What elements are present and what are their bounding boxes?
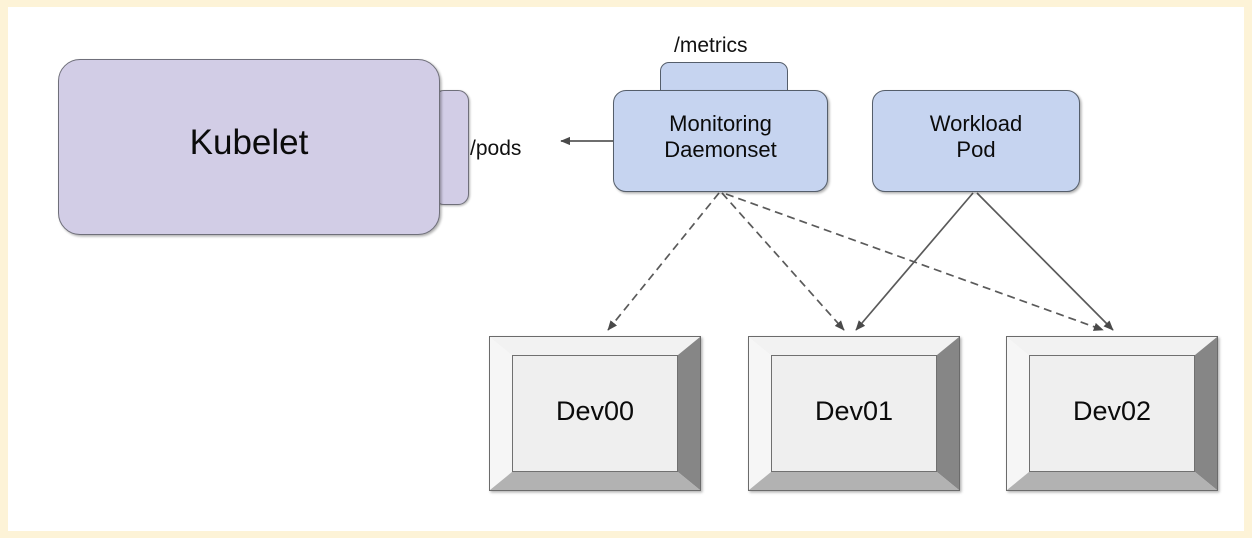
edge-label-pods: /pods [470, 137, 522, 160]
device-inner-face [771, 355, 937, 472]
edge-label-metrics: /metrics [674, 34, 748, 57]
device-bevel [489, 336, 701, 491]
edge-monitoring-to-dev01 [721, 192, 845, 331]
diagram-stage: Kubelet Monitoring Daemonset Workload Po… [8, 7, 1244, 531]
device-inner-face [1029, 355, 1195, 472]
kubelet-label: Kubelet [189, 123, 309, 162]
node-kubelet[interactable]: Kubelet [58, 59, 440, 235]
node-workload-pod[interactable]: Workload Pod [872, 90, 1080, 192]
monitoring-daemonset-label: Monitoring Daemonset [664, 111, 777, 162]
node-device-dev01[interactable]: Dev01 [748, 336, 960, 491]
device-bevel [748, 336, 960, 491]
edge-monitoring-to-dev00 [607, 192, 720, 331]
edge-monitoring-to-dev02 [725, 193, 1104, 331]
device-bevel [1006, 336, 1218, 491]
workload-pod-label: Workload Pod [929, 111, 1023, 162]
node-device-dev00[interactable]: Dev00 [489, 336, 701, 491]
node-device-dev02[interactable]: Dev02 [1006, 336, 1218, 491]
edge-workload-to-dev02 [976, 192, 1114, 331]
device-inner-face [512, 355, 678, 472]
node-monitoring-daemonset[interactable]: Monitoring Daemonset [613, 90, 828, 192]
edge-workload-to-dev01 [855, 192, 974, 331]
